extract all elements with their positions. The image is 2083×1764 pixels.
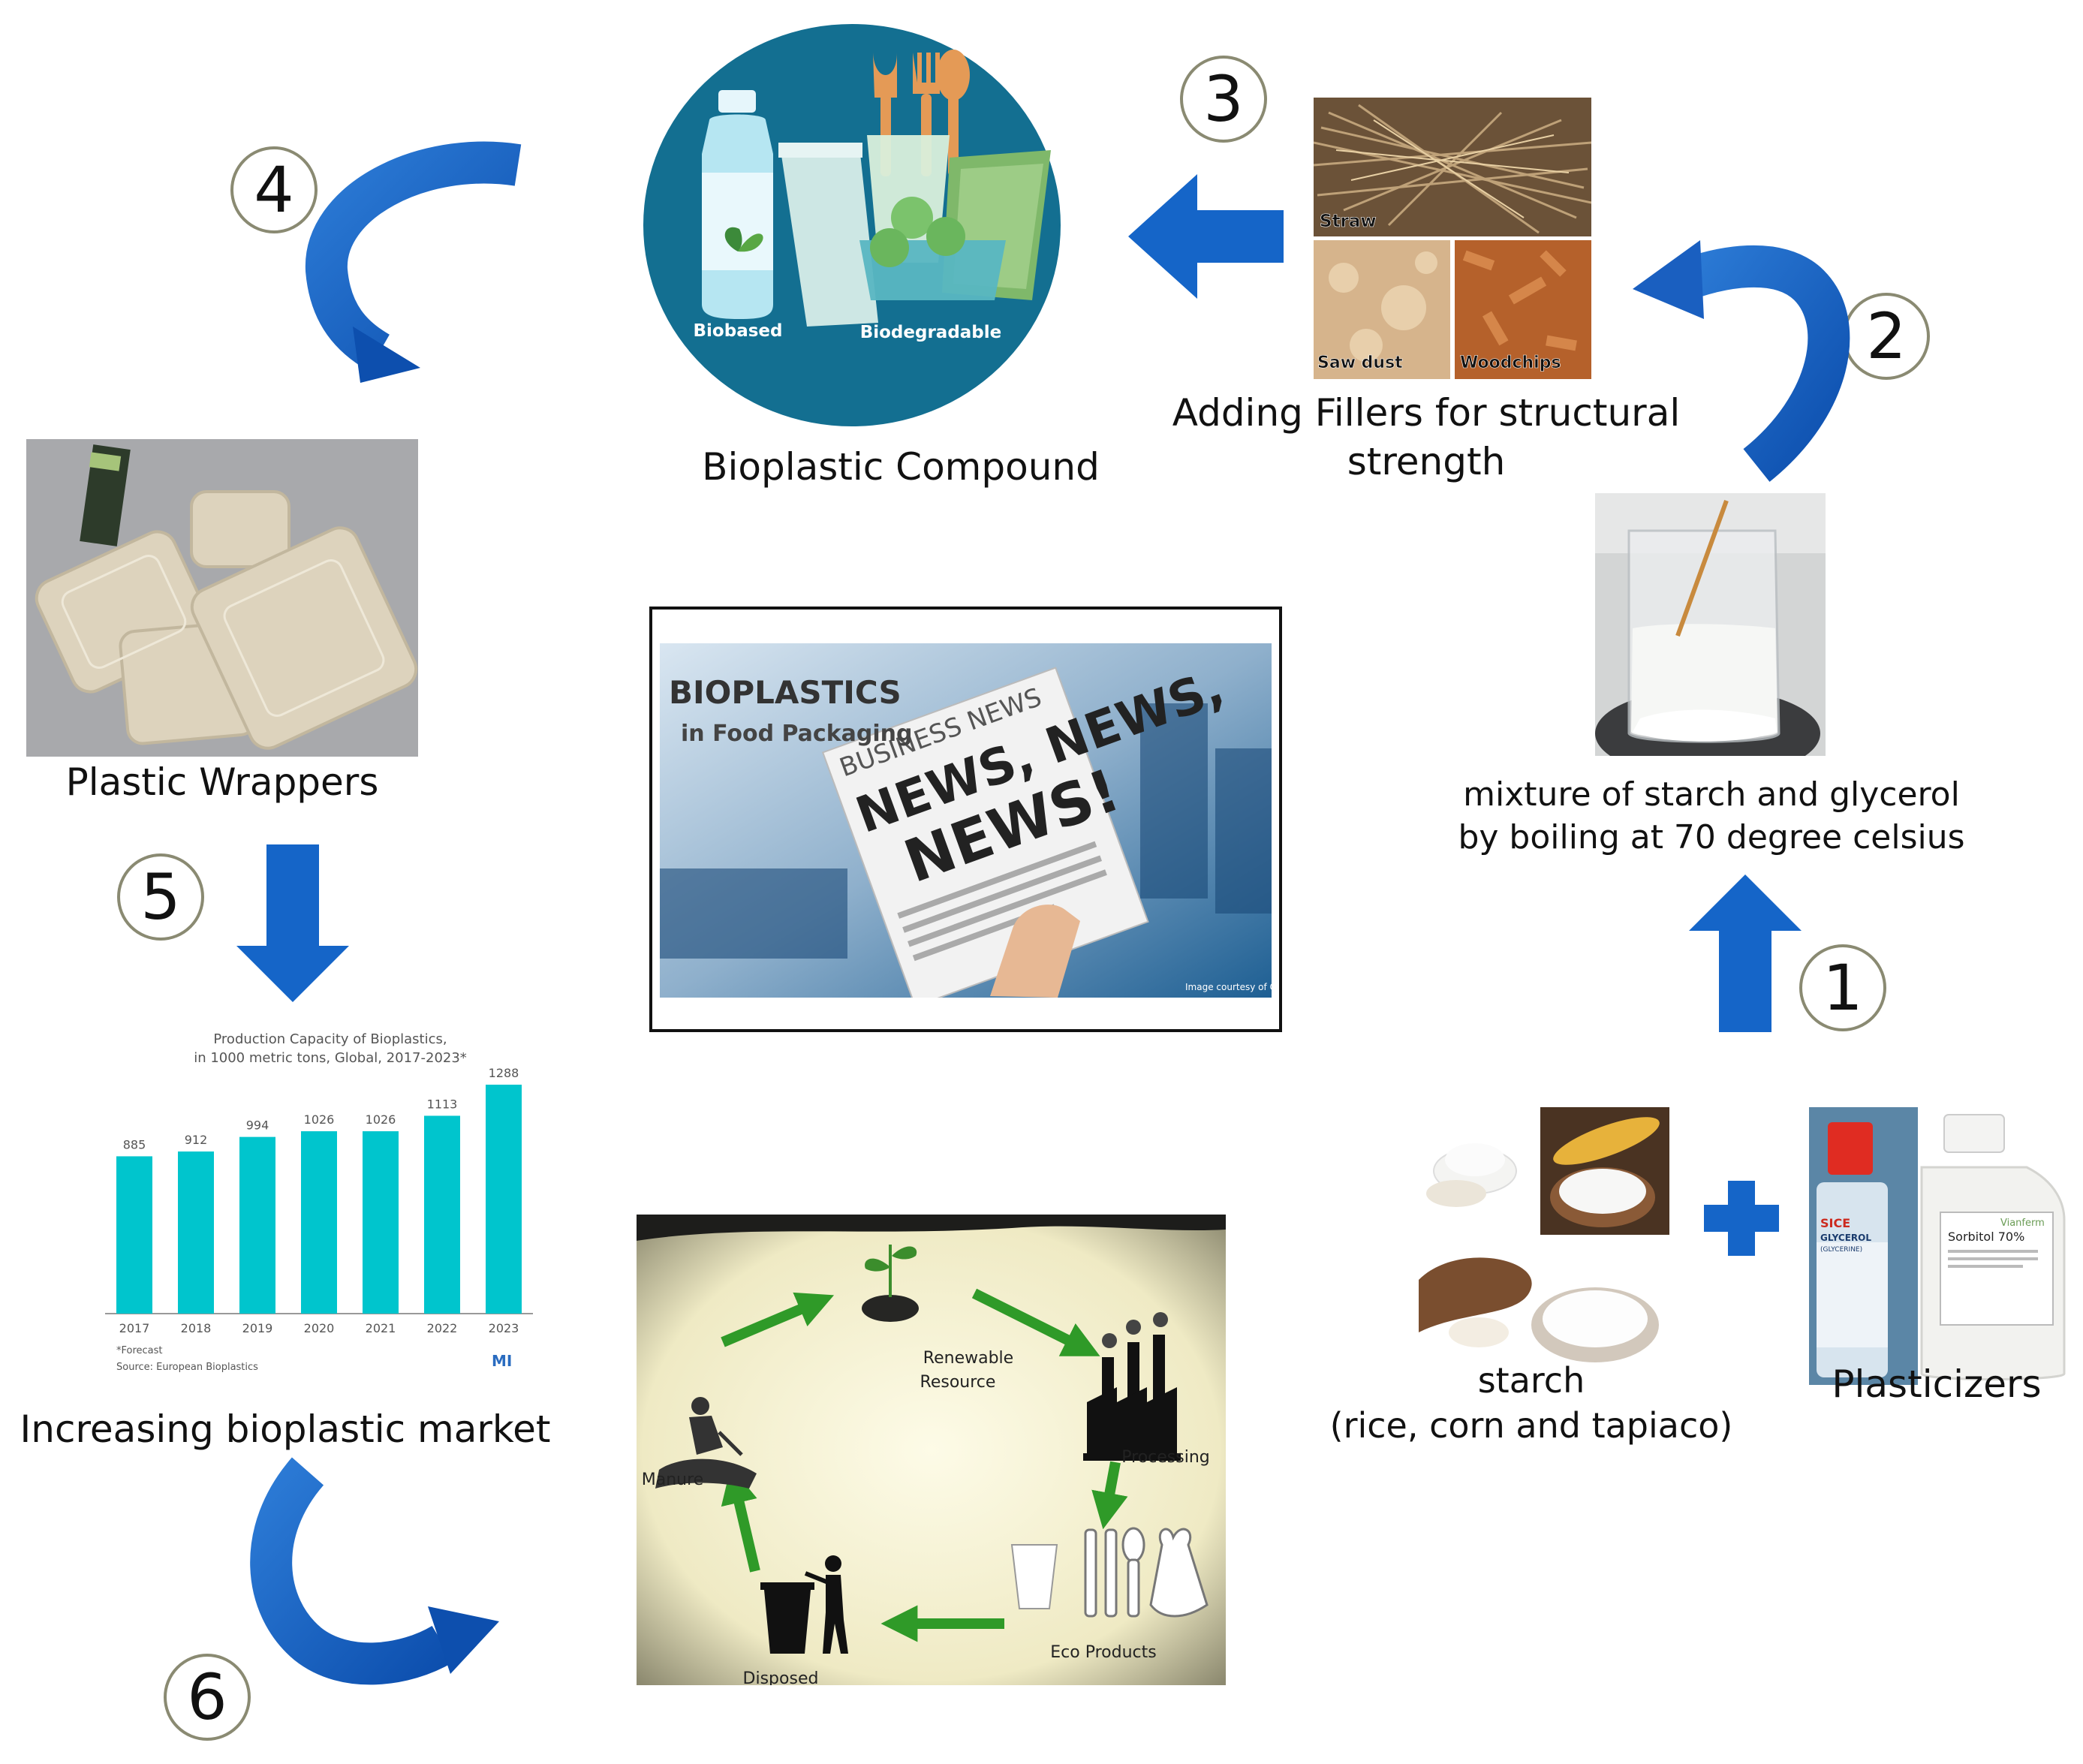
bar-2020 (301, 1131, 337, 1314)
starch-label: starch (rice, corn and tapiaco) (1329, 1360, 1733, 1446)
sice-brand: SICE (1820, 1216, 1850, 1230)
lifecycle-processing: Processing (1121, 1448, 1209, 1467)
plastic-wrappers-photo (26, 439, 418, 757)
plastic-wrappers-label: Plastic Wrappers (65, 760, 379, 804)
step-number-2: 2 (1843, 293, 1930, 380)
x-tick-2017: 2017 (119, 1321, 150, 1335)
step-number-1: 1 (1799, 944, 1886, 1031)
bar-value-2023: 1288 (489, 1066, 519, 1080)
bar-value-2017: 885 (123, 1137, 146, 1151)
arrow-curved-step4 (305, 141, 522, 383)
x-tick-2021: 2021 (366, 1321, 396, 1335)
x-tick-2018: 2018 (181, 1321, 212, 1335)
x-tick-2020: 2020 (304, 1321, 335, 1335)
mixture-label: mixture of starch and glycerol by boilin… (1458, 775, 1965, 857)
plus-sign (1704, 1181, 1779, 1256)
chart-footnote: *Forecast (116, 1345, 163, 1356)
chart-source: Source: European Bioplastics (116, 1362, 258, 1373)
bar-2021 (363, 1131, 399, 1314)
bar-value-2021: 1026 (366, 1112, 396, 1127)
step-number-5: 5 (117, 853, 204, 941)
bar-2019 (239, 1136, 275, 1314)
bar-2018 (178, 1151, 214, 1314)
news-credit: Image courtesy of Can (1185, 982, 1272, 992)
lifecycle-renewable-1: Renewable (923, 1349, 1013, 1368)
arrow-left-step3 (1128, 174, 1284, 299)
woodchips-label: Woodchips (1460, 354, 1561, 372)
sorbitol-label: Sorbitol 70% (1948, 1230, 2024, 1244)
glycerol-sub: (GLYCERINE) (1820, 1246, 1862, 1254)
fillers-photo: Straw Saw dust Woodchips (1314, 98, 1591, 379)
plasticizer-bottles: SICE GLYCEROL (GLYCERINE) Vianferm Sorbi… (1809, 1107, 2066, 1385)
chart-logo: MI (492, 1352, 512, 1370)
bar-2023 (486, 1085, 522, 1314)
vianferm-brand: Vianferm (2000, 1218, 2045, 1229)
bar-value-2019: 994 (246, 1118, 269, 1133)
step-number-4: 4 (230, 146, 318, 233)
news-title: BIOPLASTICS (669, 674, 902, 711)
lifecycle-eco-products: Eco Products (1050, 1643, 1156, 1662)
news-subtitle: in Food Packaging (681, 721, 913, 747)
bar-2022 (424, 1115, 460, 1314)
arrow-curved-step2 (1633, 240, 1850, 482)
beaker-photo (1595, 493, 1826, 756)
plasticizers-label: Plasticizers (1832, 1362, 2042, 1406)
bioplastics-bar-chart: Production Capacity of Bioplastics, in 1… (105, 1031, 533, 1373)
x-tick-2023: 2023 (489, 1321, 519, 1335)
x-tick-2019: 2019 (242, 1321, 273, 1335)
arrow-up-step1 (1689, 874, 1802, 1032)
bar-value-2020: 1026 (304, 1112, 335, 1127)
step-number-6: 6 (164, 1654, 251, 1741)
news-frame: BUSINESS NEWS NEWS, NEWS, NEWS! BIOPLAST… (649, 607, 1282, 1032)
biodegradable-label: Biodegradable (860, 323, 1002, 342)
straw-label: Straw (1320, 212, 1377, 231)
lifecycle-renewable-2: Resource (920, 1373, 996, 1392)
arrow-curved-step6 (250, 1457, 499, 1685)
chart-subtitle: in 1000 metric tons, Global, 2017-2023* (194, 1050, 467, 1066)
lifecycle-disposed: Disposed (743, 1669, 819, 1685)
fillers-label: Adding Fillers for structural strength (1172, 391, 1681, 483)
saw-dust-label: Saw dust (1317, 354, 1403, 372)
news-photo: BUSINESS NEWS NEWS, NEWS, NEWS! BIOPLAST… (660, 643, 1272, 998)
chart-title: Production Capacity of Bioplastics, (213, 1031, 447, 1047)
lifecycle-manure: Manure (642, 1471, 703, 1489)
bar-value-2018: 912 (185, 1133, 208, 1147)
bar-value-2022: 1113 (427, 1097, 458, 1111)
starch-photos (1419, 1107, 1669, 1362)
lifecycle-illustration: Renewable Resource Processing Eco Produc… (637, 1215, 1226, 1685)
bar-2017 (116, 1156, 152, 1314)
biobased-label: Biobased (694, 321, 783, 341)
x-tick-2022: 2022 (427, 1321, 458, 1335)
step-number-3: 3 (1180, 56, 1267, 143)
arrow-down-step5 (236, 844, 349, 1002)
market-label: Increasing bioplastic market (20, 1407, 551, 1451)
bioplastic-compound-illustration: Biobased Biodegradable (643, 24, 1061, 426)
glycerol-label: GLYCEROL (1820, 1233, 1871, 1243)
bioplastic-compound-label: Bioplastic Compound (702, 445, 1100, 489)
